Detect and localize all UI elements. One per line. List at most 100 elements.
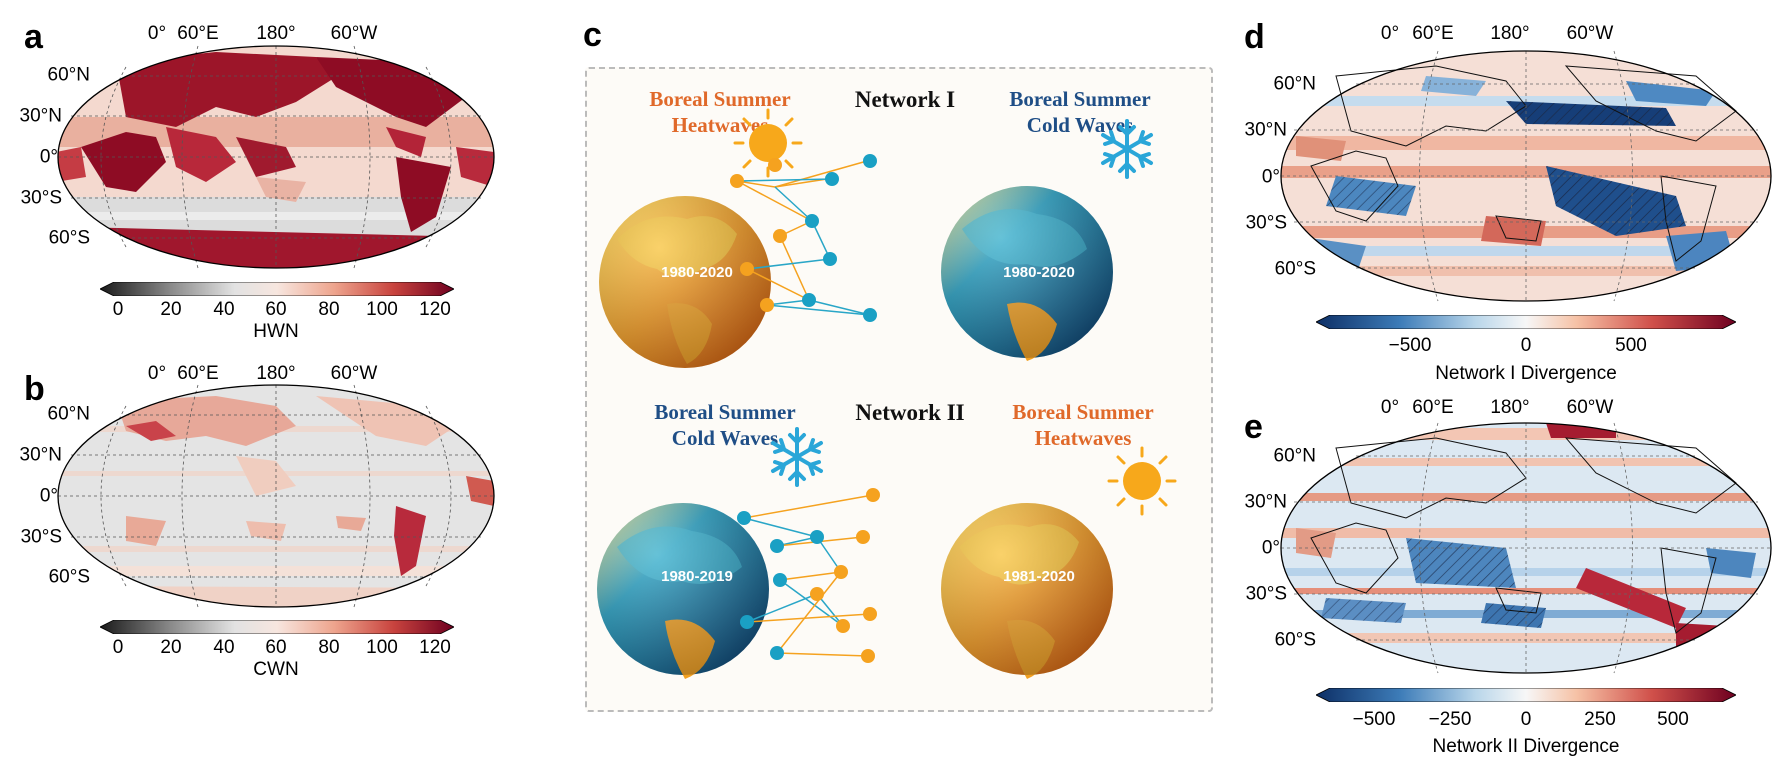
colorbar-tick: 0: [1520, 709, 1532, 730]
colorbar-tick: 0: [112, 637, 124, 658]
lon-tick: 60°W: [330, 23, 378, 44]
colorbar-label: CWN: [253, 659, 299, 680]
lon-tick: 60°W: [1566, 23, 1614, 44]
sun-icon: [733, 108, 803, 178]
lat-tick: 30°N: [19, 444, 62, 466]
lat-tick: 30°S: [1245, 583, 1287, 605]
title-line: Cold Waves: [671, 426, 779, 451]
lon-tick: 60°E: [177, 363, 219, 384]
globe-icon: [941, 503, 1113, 679]
lon-tick: 60°E: [1412, 23, 1454, 44]
colorbar-tick: 60: [265, 299, 287, 320]
globe-icon: [941, 186, 1113, 361]
lon-tick: 0°: [1380, 23, 1400, 44]
network-schematic: 1980-2020 1980-2020: [597, 108, 1177, 679]
globe-icon: [597, 503, 769, 679]
lat-tick: 60°S: [48, 227, 90, 249]
lat-tick: 60°N: [47, 403, 90, 425]
globe-period: 1980-2020: [661, 264, 733, 281]
lon-tick: 60°W: [1566, 397, 1614, 418]
colorbar-tick: 20: [160, 637, 182, 658]
globe-period: 1980-2020: [1003, 264, 1075, 281]
lat-tick: 0°: [1261, 166, 1280, 188]
snowflake-icon: [771, 427, 823, 487]
panel-label-b: b: [24, 370, 45, 408]
network2-right-title: Boreal Summer Heatwaves: [1003, 399, 1163, 452]
lat-tick: 30°N: [1244, 491, 1287, 513]
colorbar-tick: 0: [112, 299, 124, 320]
title-line: Boreal Summer: [1012, 400, 1154, 424]
colorbar-label: Network II Divergence: [1432, 736, 1620, 757]
network2-divergence-map: [1280, 422, 1772, 674]
lat-tick: 30°N: [19, 105, 62, 127]
snowflake-icon: [1101, 119, 1153, 179]
network2-colorbar: [1316, 688, 1736, 702]
lat-tick: 60°S: [48, 566, 90, 588]
title-line: Boreal Summer: [649, 87, 791, 111]
colorbar-tick: 500: [1657, 709, 1689, 730]
title-line: Boreal Summer: [654, 400, 796, 424]
colorbar-tick: 500: [1615, 335, 1647, 356]
colorbar-tick: −500: [1352, 709, 1396, 730]
title-line: Heatwaves: [1034, 426, 1132, 451]
lon-tick: 60°E: [177, 23, 219, 44]
colorbar-tick: 80: [318, 637, 340, 658]
lon-tick: 0°: [147, 363, 167, 384]
heatwave-number-map: [57, 45, 495, 269]
colorbar-tick: 40: [213, 299, 235, 320]
sun-icon: [1107, 446, 1177, 516]
globe-period: 1981-2020: [1003, 568, 1075, 585]
lon-tick: 180°: [256, 363, 296, 384]
panel-label-c: c: [583, 16, 602, 54]
network2-title: Network II: [855, 400, 965, 425]
hwn-colorbar: [100, 282, 454, 296]
colorbar-tick: 40: [213, 637, 235, 658]
network1-divergence-map: [1280, 50, 1772, 302]
panel-label-d: d: [1244, 18, 1265, 56]
title-line: Cold Waves: [1026, 113, 1134, 138]
colorbar-tick: 250: [1584, 709, 1616, 730]
lat-tick: 0°: [1261, 537, 1280, 559]
lat-tick: 60°N: [47, 64, 90, 86]
lat-tick: 0°: [39, 146, 58, 168]
lat-tick: 60°S: [1274, 629, 1316, 651]
globe-period: 1980-2019: [661, 568, 733, 585]
lon-tick: 180°: [1490, 23, 1530, 44]
globe-icon: [599, 196, 771, 368]
colorbar-tick: 80: [318, 299, 340, 320]
colorbar-label: Network I Divergence: [1435, 363, 1617, 384]
lat-tick: 30°S: [20, 187, 62, 209]
colorbar-tick: −250: [1428, 709, 1472, 730]
lon-tick: 0°: [147, 23, 167, 44]
lon-tick: 180°: [256, 23, 296, 44]
lat-tick: 60°N: [1273, 445, 1316, 467]
lon-tick: 60°W: [330, 363, 378, 384]
cwn-colorbar: [100, 620, 454, 634]
panel-label-e: e: [1244, 408, 1263, 446]
lat-tick: 0°: [39, 485, 58, 507]
colorbar-tick: 120: [419, 299, 451, 320]
colorbar-tick: 60: [265, 637, 287, 658]
colorbar-tick: 0: [1520, 335, 1532, 356]
colorbar-tick: 120: [419, 637, 451, 658]
colorbar-tick: −500: [1388, 335, 1432, 356]
colorbar-tick: 100: [366, 637, 398, 658]
title-line: Boreal Summer: [1009, 87, 1151, 111]
coldwave-number-map: [57, 384, 495, 608]
lon-tick: 0°: [1380, 397, 1400, 418]
network1-title: Network I: [854, 87, 956, 112]
lat-tick: 30°S: [20, 526, 62, 548]
lat-tick: 30°S: [1245, 212, 1287, 234]
lat-tick: 30°N: [1244, 119, 1287, 141]
network1-right-title: Boreal Summer Cold Waves: [995, 86, 1165, 139]
network2-left-title: Boreal Summer Cold Waves: [640, 399, 810, 452]
colorbar-tick: 20: [160, 299, 182, 320]
network1-colorbar: [1316, 315, 1736, 329]
lat-tick: 60°N: [1273, 73, 1316, 95]
colorbar-tick: 100: [366, 299, 398, 320]
lon-tick: 60°E: [1412, 397, 1454, 418]
panel-label-a: a: [24, 18, 43, 56]
lon-tick: 180°: [1490, 397, 1530, 418]
colorbar-label: HWN: [253, 321, 299, 342]
lat-tick: 60°S: [1274, 258, 1316, 280]
